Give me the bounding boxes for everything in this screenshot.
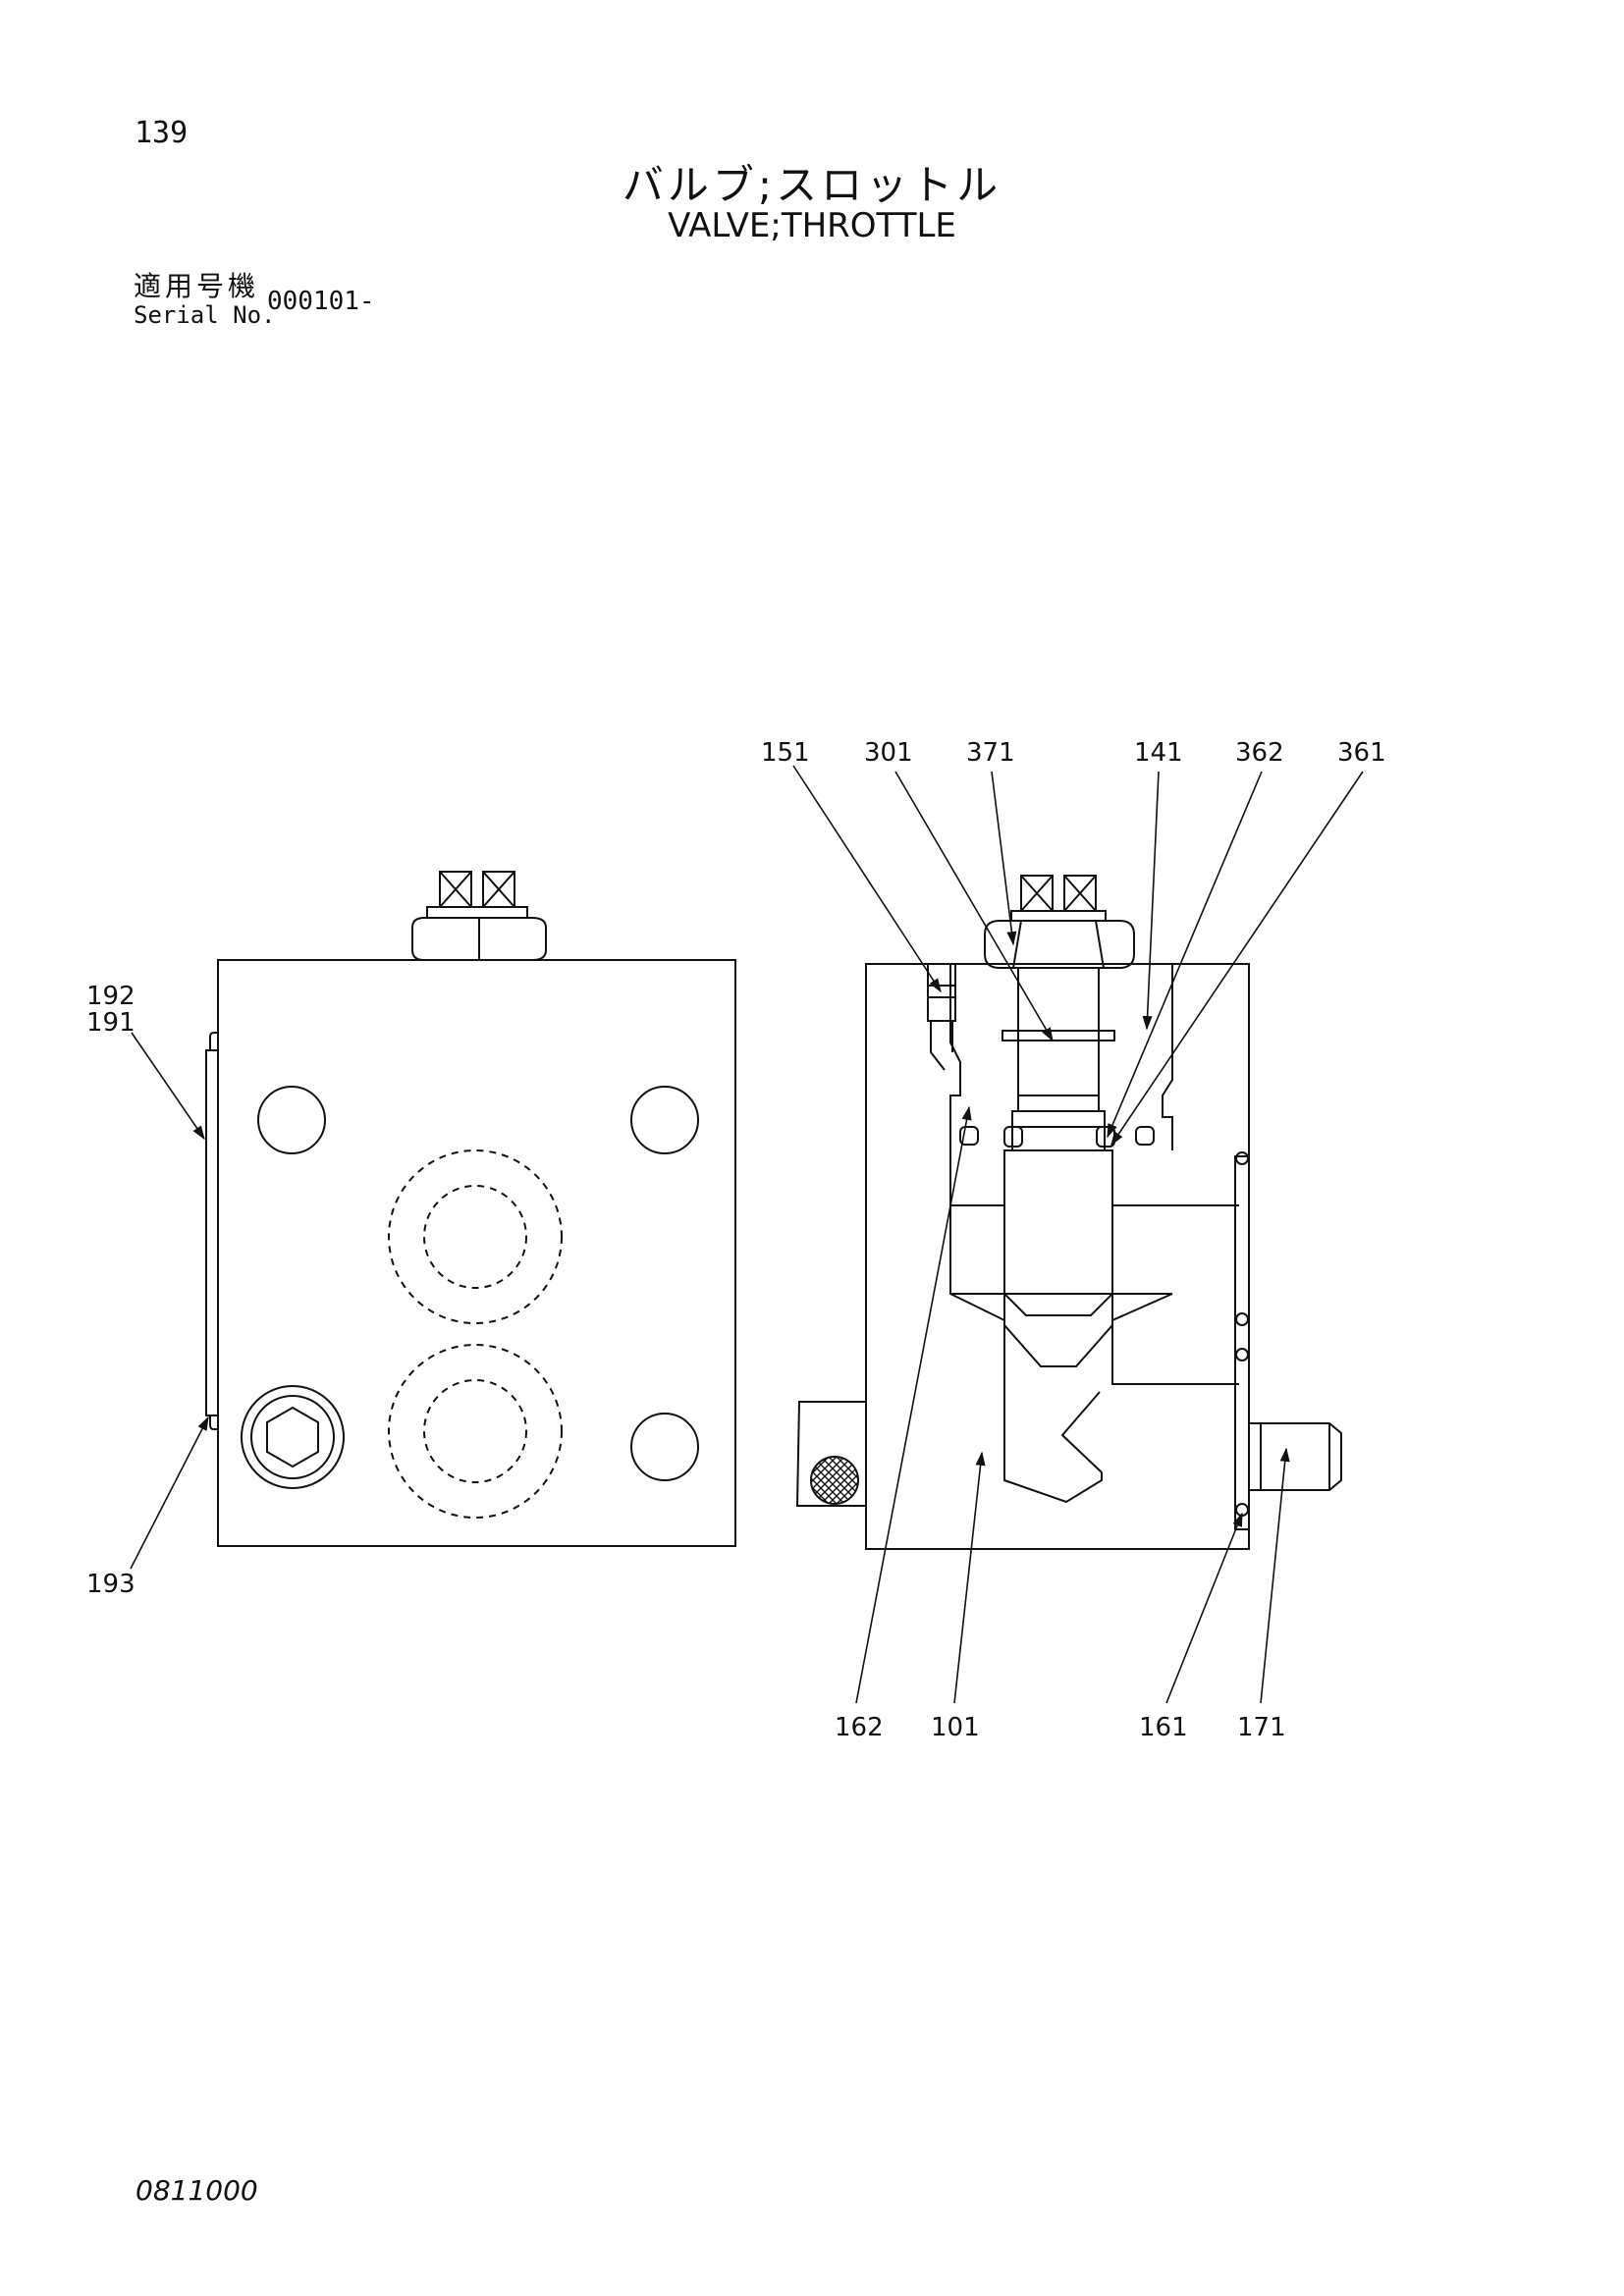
left-knob [795,1401,866,1507]
page-title-japanese: バルブ;スロットル [622,161,1002,209]
document-code: 0811000 [135,2174,258,2207]
right-shaft [1249,1422,1342,1491]
serial-label: Serial No. [134,301,276,329]
o-ring [1003,1126,1023,1148]
callout-362: 362 [1235,738,1284,768]
leader-lines [130,765,1364,1704]
serial-value: 000101- [267,287,375,316]
callout-labels: 192 191 193 151 301 371 141 362 361 162 … [86,738,1386,1742]
right-view [795,875,1342,1550]
callout-162: 162 [835,1713,884,1742]
page-title-english: VALVE;THROTTLE [668,206,956,245]
top-nut-left [411,871,547,961]
callout-193: 193 [86,1570,135,1599]
valve-body-left [217,959,736,1547]
side-plate-right [1234,1151,1250,1530]
side-plate-left [205,1032,219,1430]
o-ring [1135,1126,1155,1146]
callout-361: 361 [1337,738,1386,768]
serial-label-japanese: 適用号機 [134,270,260,302]
callout-371: 371 [966,738,1015,768]
page-number: 139 [135,116,189,150]
hex-socket-plug [241,1385,345,1489]
callout-151: 151 [761,738,810,768]
left-view [205,871,736,1547]
poppet [1003,1149,1113,1367]
o-ring [959,1126,979,1146]
valve-body-right [865,963,1250,1550]
mounting-hole [630,1413,699,1481]
mounting-hole [630,1086,699,1154]
bore-walls [949,964,1173,1205]
top-nut-right [984,875,1135,969]
callout-141: 141 [1134,738,1183,768]
callout-171: 171 [1237,1713,1286,1742]
callout-101: 101 [931,1713,980,1742]
hidden-ports [388,1149,563,1519]
internal-passage [949,1204,1239,1504]
callout-161: 161 [1139,1713,1188,1742]
callout-192: 192 [86,982,135,1011]
callout-191: 191 [86,1008,135,1038]
callout-301: 301 [864,738,913,768]
adjusting-stem [1001,967,1115,1151]
mounting-hole [257,1086,326,1154]
set-screw [927,963,956,1071]
